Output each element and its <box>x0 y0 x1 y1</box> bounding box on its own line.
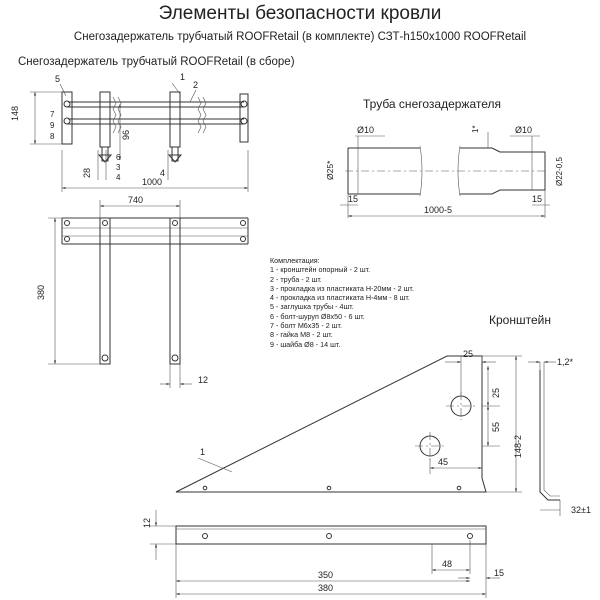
dim-tube-offset: 96 <box>121 130 131 140</box>
dim-bracket-hole-spacing: 55 <box>491 422 501 432</box>
dim-tube-diameter: Ø25* <box>325 160 335 180</box>
dim-bracket-hole-offset: 45 <box>438 457 448 467</box>
kit-title: Комплектация: <box>270 256 320 265</box>
dim-assembly-length: 1000 <box>142 177 162 187</box>
kit-item: 5 - заглушка трубы - 4шт. <box>270 302 354 312</box>
kit-item: 2 - труба - 2 шт. <box>270 274 322 284</box>
dim-bracket-end-offset: 15 <box>494 568 504 578</box>
kit-item: 4 - прокладка из пластиката Н-4мм - 8 шт… <box>270 293 410 303</box>
dim-bracket-base-height: 12 <box>142 518 152 528</box>
callout-3: 3 <box>116 163 121 172</box>
bracket-side-profile <box>539 370 560 501</box>
kit-list: Комплектация: 1 - кронштейн опорный - 2 … <box>270 256 414 349</box>
end-plate-left <box>61 91 73 145</box>
callout-1: 1 <box>180 72 185 82</box>
dim-bracket-end-hole: 48 <box>442 559 452 569</box>
bracket-leg-left <box>99 217 111 365</box>
dim-bracket-flange: 32±1 <box>571 505 591 515</box>
kit-item: 7 - болт М6х35 - 2 шт. <box>270 321 343 331</box>
dim-tube-end-left: 15 <box>348 194 358 204</box>
dim-bracket-width: 12 <box>198 375 208 385</box>
kit-item: 8 - гайка М8 - 2 шт. <box>270 330 333 340</box>
kit-item: 6 - болт-шуруп Ø8х50 - 6 шт. <box>270 311 365 321</box>
assembly-top-view: 740 380 12 <box>36 195 249 388</box>
callout-8: 8 <box>50 132 55 141</box>
tube-break <box>419 145 461 197</box>
dim-bracket-hole-span: 350 <box>318 570 333 580</box>
bracket-callout: 1 <box>200 447 205 457</box>
dim-base-offset: 28 <box>82 168 92 178</box>
tube-drawing: Ø10 Ø10 1* Ø25* Ø22-0,5 15 15 1000-5 <box>325 125 564 218</box>
bracket-profile <box>175 355 487 493</box>
bracket-bottom-view <box>175 525 487 545</box>
dim-tube-swage: Ø22-0,5 <box>555 157 564 186</box>
dim-base-thickness: 4 <box>160 168 165 178</box>
bracket-drawing: 1 25 25 55 148-2 45 1,2* 32±1 <box>142 349 591 598</box>
page-title: Элементы безопасности кровли <box>158 3 442 24</box>
callout-7: 7 <box>50 110 55 119</box>
bracket-leg-right <box>169 217 181 365</box>
dim-bracket-height: 380 <box>36 285 46 300</box>
bracket-heading: Кронштейн <box>489 313 551 327</box>
kit-item: 3 - прокладка из пластиката Н-20мм - 2 ш… <box>270 283 414 293</box>
dim-assembly-height: 148 <box>10 106 20 121</box>
dim-spacing: 740 <box>128 195 143 205</box>
callout-5: 5 <box>55 74 60 84</box>
dim-tube-hole-right: Ø10 <box>515 125 532 135</box>
dim-bracket-top-width: 25 <box>463 349 473 359</box>
callout-9: 9 <box>50 121 55 130</box>
dim-tube-end-right: 15 <box>532 194 542 204</box>
dim-bracket-hole-top: 25 <box>491 388 501 398</box>
assembly-heading: Снегозадержатель трубчатый ROOFRetail (в… <box>18 56 295 68</box>
dim-bracket-height: 148-2 <box>513 435 523 458</box>
dim-tube-length: 1000-5 <box>424 205 452 215</box>
dim-bracket-total-length: 380 <box>318 583 333 593</box>
end-plate-right <box>239 93 249 143</box>
tube-cap <box>63 100 71 108</box>
bolt-left <box>101 146 109 162</box>
dim-tube-tolerance: 1* <box>471 125 480 133</box>
dim-tube-hole-left: Ø10 <box>357 125 374 135</box>
callout-6: 6 <box>116 153 121 162</box>
dim-bracket-thickness: 1,2* <box>557 357 574 367</box>
kit-item: 1 - кронштейн опорный - 2 шт. <box>270 265 371 275</box>
assembly-side-view: 148 96 28 4 1000 5 1 2 7 9 8 6 3 4 <box>10 72 249 192</box>
callout-2: 2 <box>193 80 198 90</box>
callout-4: 4 <box>116 173 121 182</box>
bolt-right <box>171 146 179 162</box>
kit-item: 9 - шайба Ø8 - 14 шт. <box>270 339 341 349</box>
tube-heading: Труба снегозадержателя <box>363 97 501 111</box>
page-subtitle: Снегозадержатель трубчатый ROOFRetail (в… <box>73 31 527 43</box>
